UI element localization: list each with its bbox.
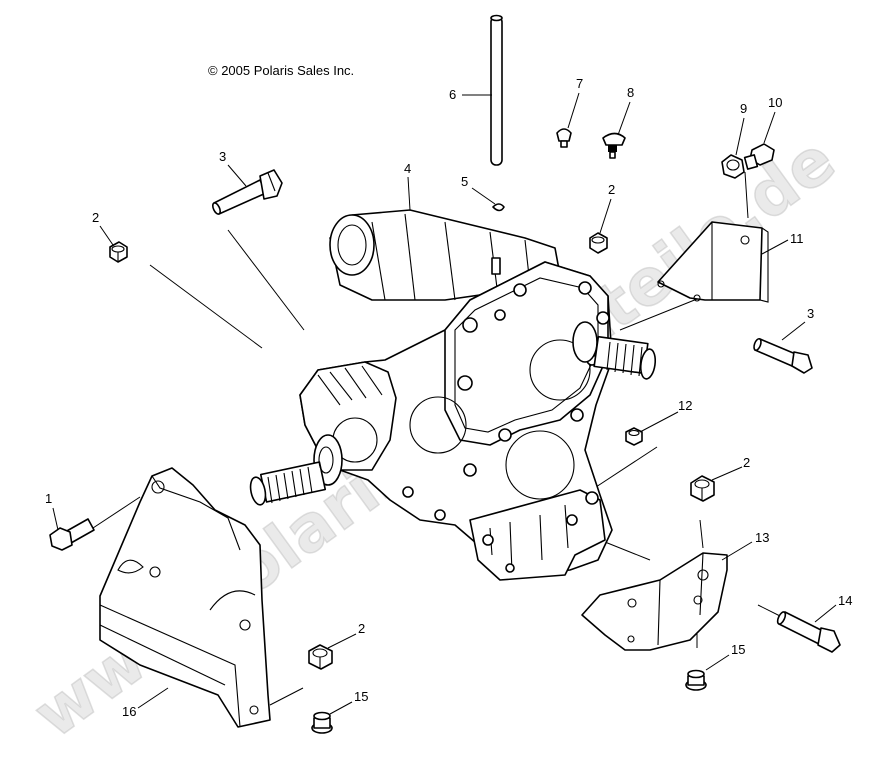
svg-text:1: 1 xyxy=(45,491,52,506)
part-5-clip xyxy=(492,203,505,212)
part-16-bracket xyxy=(99,467,271,728)
part-2-nut-upper-center xyxy=(589,232,608,254)
part-1-bolt xyxy=(49,518,95,551)
part-14-bolt xyxy=(776,611,841,653)
callout-4: 4 xyxy=(404,161,411,211)
assembly-guide-lines xyxy=(92,171,783,706)
part-2-nut-upper-left xyxy=(109,241,128,263)
svg-text:10: 10 xyxy=(768,95,782,110)
callout-2-right: 2 xyxy=(711,455,750,481)
callout-14: 14 xyxy=(814,593,852,623)
part-15-grommet-right xyxy=(685,669,707,691)
part-4-transmission-housing xyxy=(249,209,657,581)
svg-text:7: 7 xyxy=(576,76,583,91)
svg-text:3: 3 xyxy=(807,306,814,321)
callout-9: 9 xyxy=(735,101,747,156)
svg-text:13: 13 xyxy=(755,530,769,545)
callout-6: 6 xyxy=(449,87,492,102)
svg-text:12: 12 xyxy=(678,398,692,413)
svg-text:14: 14 xyxy=(838,593,852,608)
copyright-text: © 2005 Polaris Sales Inc. xyxy=(208,63,354,78)
output-shaft-rear xyxy=(572,321,657,380)
svg-text:2: 2 xyxy=(608,182,615,197)
callout-2-lower: 2 xyxy=(327,621,365,649)
callout-3-upper: 3 xyxy=(219,149,247,187)
part-11-bracket xyxy=(657,221,769,303)
part-8-fitting xyxy=(602,132,626,159)
part-15-grommet-left xyxy=(311,711,333,734)
callout-16: 16 xyxy=(122,687,169,719)
callout-2-upper-left: 2 xyxy=(92,210,114,246)
callout-11: 11 xyxy=(761,231,804,255)
callout-8: 8 xyxy=(617,85,634,136)
part-9-nut xyxy=(721,154,745,179)
svg-text:11: 11 xyxy=(790,231,804,246)
svg-text:8: 8 xyxy=(627,85,634,100)
callout-7: 7 xyxy=(567,76,583,129)
callout-5: 5 xyxy=(461,174,496,205)
svg-text:5: 5 xyxy=(461,174,468,189)
output-shaft-front xyxy=(249,434,343,506)
svg-text:2: 2 xyxy=(358,621,365,636)
part-12-bushing xyxy=(625,427,643,446)
svg-text:2: 2 xyxy=(743,455,750,470)
part-7-fitting xyxy=(556,128,572,148)
part-3-bolt-right xyxy=(753,337,813,374)
callout-10: 10 xyxy=(763,95,782,144)
svg-text:4: 4 xyxy=(404,161,411,176)
svg-text:2: 2 xyxy=(92,210,99,225)
callout-15-right: 15 xyxy=(705,642,745,671)
callout-1: 1 xyxy=(45,491,59,531)
svg-text:9: 9 xyxy=(740,101,747,116)
part-13-bracket xyxy=(581,552,728,651)
svg-text:16: 16 xyxy=(122,704,136,719)
part-2-nut-lower xyxy=(308,644,333,670)
callout-13: 13 xyxy=(721,530,769,561)
part-3-bolt-upper xyxy=(211,169,283,215)
part-6-rod xyxy=(490,14,503,166)
callout-12: 12 xyxy=(639,398,692,433)
svg-text:6: 6 xyxy=(449,87,456,102)
svg-text:3: 3 xyxy=(219,149,226,164)
svg-text:15: 15 xyxy=(354,689,368,704)
callout-2-upper-center: 2 xyxy=(599,182,615,234)
callout-15-lower: 15 xyxy=(329,689,368,715)
part-2-nut-right xyxy=(690,475,715,502)
svg-text:15: 15 xyxy=(731,642,745,657)
part-10-bolt xyxy=(743,143,775,170)
callouts: 6 7 8 9 10 3 4 5 xyxy=(45,76,852,719)
callout-3-right: 3 xyxy=(781,306,814,341)
